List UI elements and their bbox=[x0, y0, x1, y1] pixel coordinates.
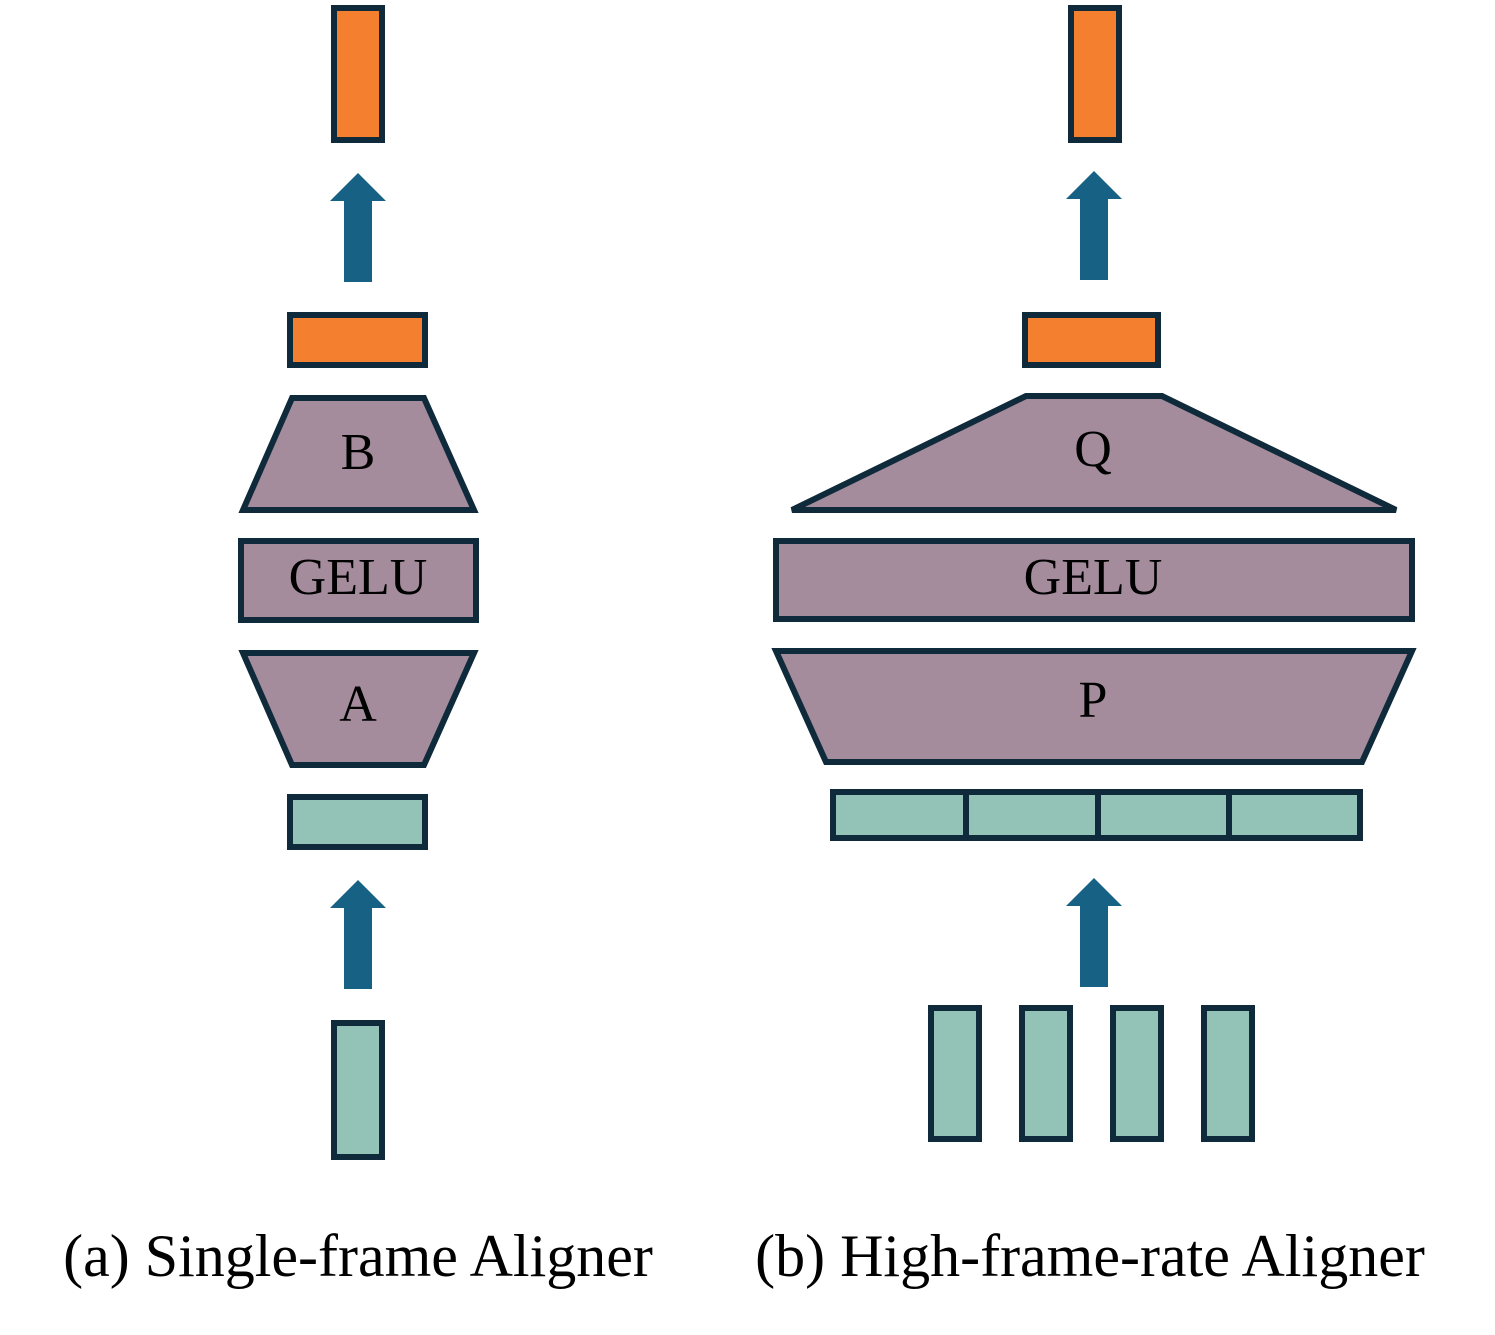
hfr-concatenated-features bbox=[830, 789, 1363, 841]
single-projected-token bbox=[287, 312, 428, 368]
high-frame-rate-caption: (b) High-frame-rate Aligner bbox=[755, 1223, 1425, 1289]
single-input-feature bbox=[287, 794, 428, 850]
hfr-concat-cell bbox=[963, 789, 1101, 841]
single-gelu-block bbox=[238, 538, 479, 623]
single-frame-aligner: B GELU A (a) Single-frame Aligner bbox=[63, 5, 653, 1289]
single-bottom-up-arrow-icon bbox=[330, 880, 386, 989]
single-output-token bbox=[331, 5, 385, 143]
single-layer-b bbox=[238, 395, 479, 513]
hfr-projected-token bbox=[1022, 312, 1161, 368]
hfr-concat-cell bbox=[1226, 789, 1363, 841]
hfr-layer-q bbox=[790, 393, 1398, 513]
single-top-up-arrow-icon bbox=[330, 173, 386, 282]
single-input-frame bbox=[331, 1020, 385, 1160]
single-layer-b-label: B bbox=[341, 424, 376, 481]
single-gelu-label: GELU bbox=[289, 549, 428, 606]
single-frame-caption: (a) Single-frame Aligner bbox=[63, 1223, 653, 1289]
hfr-input-frame bbox=[1110, 1005, 1164, 1142]
hfr-layer-p bbox=[771, 648, 1417, 765]
hfr-input-frame bbox=[928, 1005, 982, 1142]
single-layer-a-label: A bbox=[339, 676, 377, 733]
hfr-output-token bbox=[1068, 5, 1122, 143]
hfr-gelu-block bbox=[773, 538, 1415, 622]
hfr-layer-q-label: Q bbox=[1074, 421, 1112, 478]
hfr-input-frame bbox=[1201, 1005, 1255, 1142]
hfr-concat-cell bbox=[830, 789, 969, 841]
high-frame-rate-aligner: Q GELU P (b) High-frame-rate Aligner bbox=[755, 5, 1425, 1289]
hfr-input-frame bbox=[1019, 1005, 1073, 1142]
hfr-input-frames bbox=[928, 1005, 1255, 1142]
hfr-concat-cell bbox=[1095, 789, 1232, 841]
hfr-layer-p-label: P bbox=[1079, 672, 1108, 729]
hfr-top-up-arrow-icon bbox=[1066, 171, 1122, 280]
single-layer-a bbox=[238, 650, 479, 768]
hfr-bottom-up-arrow-icon bbox=[1066, 878, 1122, 987]
hfr-gelu-label: GELU bbox=[1024, 549, 1163, 606]
